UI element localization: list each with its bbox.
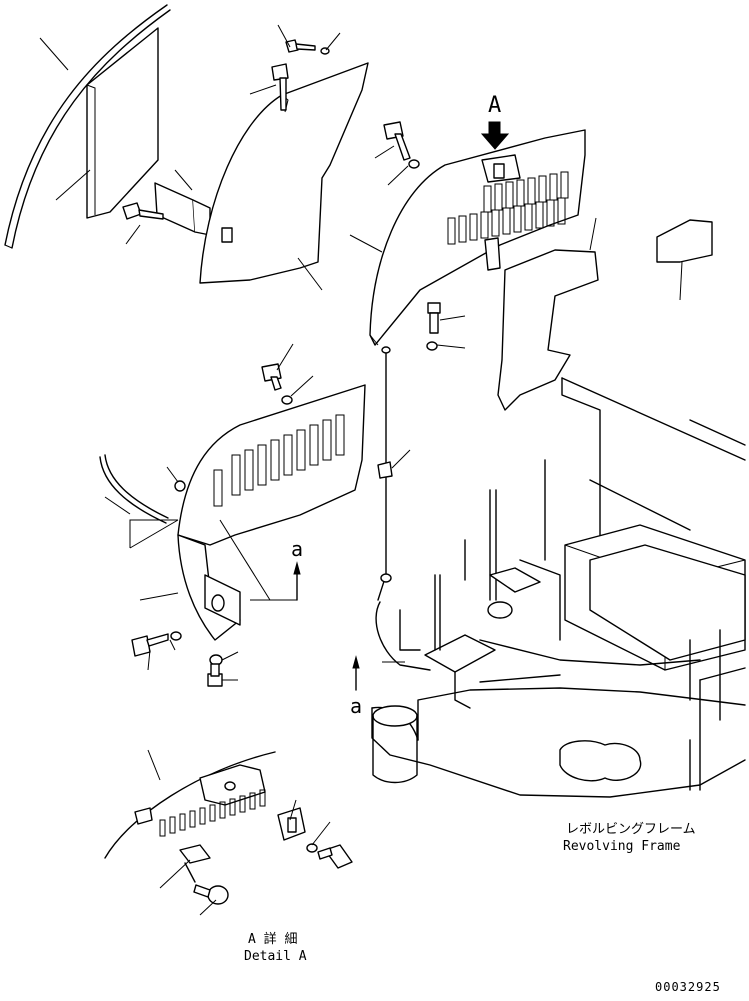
support-rod bbox=[377, 346, 393, 601]
detail-a-title-en: Detail A bbox=[244, 949, 307, 964]
weatherstrip-seal bbox=[4, 4, 171, 249]
section-marker-a-upper: a bbox=[291, 537, 303, 561]
seal-block bbox=[656, 219, 713, 263]
insulation-pad bbox=[497, 249, 599, 411]
bolt-cover-upper bbox=[383, 121, 420, 169]
side-cover-plate bbox=[86, 27, 159, 219]
weatherstrip-lower bbox=[99, 454, 169, 524]
bolt-panel-small bbox=[285, 39, 330, 55]
leader-lines bbox=[39, 24, 683, 916]
bolt-cover-lower bbox=[426, 302, 441, 351]
drawing-number: 00032925 bbox=[655, 980, 721, 994]
view-marker-A: A bbox=[488, 93, 501, 118]
cover-louver-grille bbox=[447, 171, 569, 245]
detail-a-title-jp: A 詳 細 bbox=[248, 931, 297, 947]
bolt-lower-bottom bbox=[207, 654, 223, 687]
mounting-bracket-left bbox=[154, 182, 211, 236]
bolt-panel-top bbox=[271, 63, 289, 111]
detail-A-drawing bbox=[104, 751, 353, 905]
side-panel bbox=[199, 62, 369, 284]
lower-louver-grille bbox=[213, 414, 345, 507]
cover-latch bbox=[481, 154, 521, 271]
bolt-left-cover bbox=[122, 202, 164, 220]
bracket-lower bbox=[204, 574, 241, 626]
view-arrow-A: A bbox=[480, 93, 510, 150]
clip bbox=[174, 480, 186, 492]
section-marker-a-lower: a bbox=[350, 694, 362, 718]
revolving-frame-label-en: Revolving Frame bbox=[563, 839, 681, 854]
revolving-frame-label-jp: レボルビングフレーム bbox=[566, 822, 696, 837]
section-arrow-a-upper: a bbox=[291, 537, 303, 601]
bolt-lower-top bbox=[261, 363, 293, 405]
section-arrow-a-lower: a bbox=[350, 655, 362, 718]
revolving-frame bbox=[371, 377, 746, 798]
bolt-lower-left bbox=[131, 631, 182, 657]
